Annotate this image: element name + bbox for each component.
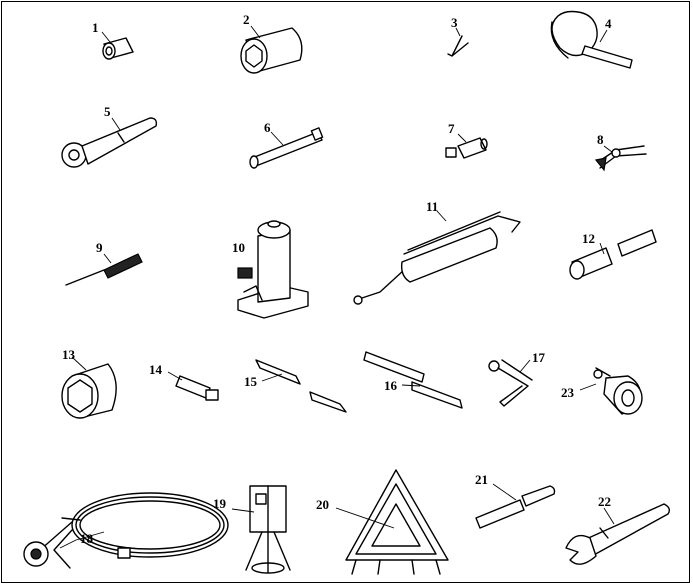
socket-small-icon	[102, 37, 134, 60]
extension-bar-2-icon	[475, 485, 556, 529]
jump-lead-icon	[23, 492, 229, 569]
callout-7: 7	[448, 121, 455, 136]
callout-16: 16	[384, 378, 398, 393]
callout-13: 13	[62, 347, 76, 362]
extension-bar-icon	[249, 127, 324, 169]
callout-9: 9	[96, 240, 103, 255]
tyre-levers-icon	[255, 359, 347, 413]
callout-2: 2	[243, 12, 250, 27]
hex-key-icon	[447, 35, 469, 57]
lamp-icon	[245, 485, 291, 574]
tyre-levers-long-icon	[363, 351, 463, 409]
adapter-small-icon	[175, 375, 219, 401]
grease-gun-icon	[353, 211, 521, 305]
callout-20: 20	[316, 497, 329, 512]
crank-handle-icon	[488, 359, 533, 407]
callout-23: 23	[561, 385, 575, 400]
callout-21: 21	[475, 472, 488, 487]
adapter-icon	[445, 137, 488, 159]
callout-19: 19	[213, 496, 227, 511]
hub-puller-icon	[593, 367, 643, 415]
ratchet-handle-icon	[61, 117, 158, 168]
callout-17: 17	[532, 350, 546, 365]
callout-6: 6	[264, 120, 271, 135]
hex-socket-icon	[61, 363, 117, 419]
pliers-icon	[594, 145, 647, 172]
callout-8: 8	[597, 132, 604, 147]
callout-12: 12	[582, 231, 595, 246]
callout-22: 22	[598, 494, 611, 509]
callout-14: 14	[149, 362, 163, 377]
callout-4: 4	[605, 16, 612, 31]
screwdriver-icon	[65, 253, 143, 286]
callout-11: 11	[426, 199, 438, 214]
adjustable-wrench-icon	[565, 503, 671, 565]
callout-5: 5	[104, 104, 111, 119]
callout-1: 1	[92, 20, 99, 35]
strap-wrench-icon	[550, 10, 633, 69]
callout-18: 18	[80, 531, 94, 546]
callout-3: 3	[451, 15, 458, 30]
hydraulic-jack-icon	[237, 220, 309, 319]
plug-socket-icon	[569, 229, 657, 280]
warning-triangle-icon	[345, 469, 449, 575]
callout-15: 15	[244, 374, 258, 389]
socket-large-icon	[240, 27, 303, 74]
callout-10: 10	[232, 240, 245, 255]
